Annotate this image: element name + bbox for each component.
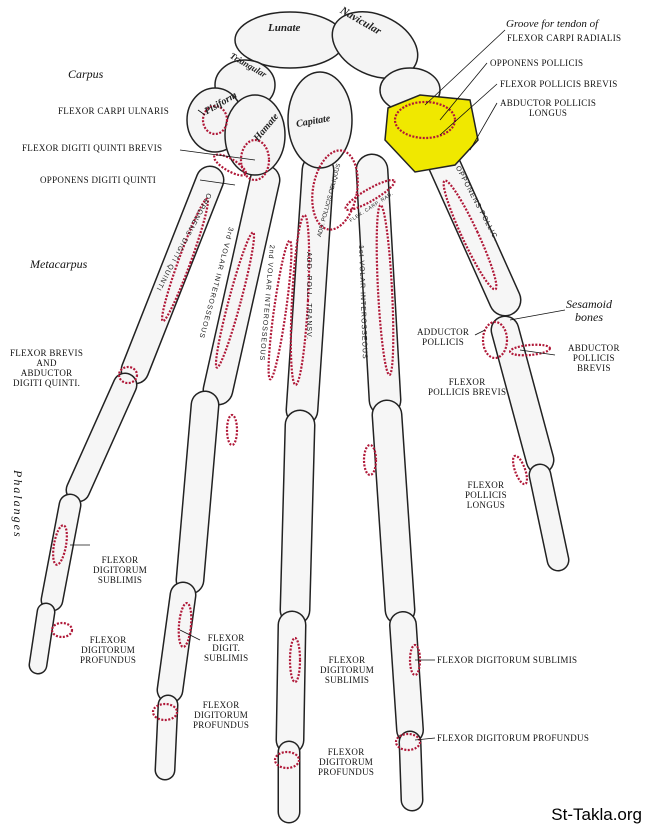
navicular-bone — [331, 11, 419, 79]
index-middle-bone — [389, 611, 424, 744]
muscle-attachment-outline — [117, 365, 139, 385]
label-fdp-middle: Flexor digitorum profundus — [318, 747, 375, 777]
index-metacarpal-bone — [355, 153, 402, 417]
middle-proximal-bone — [279, 409, 316, 626]
leader-lines — [70, 29, 566, 741]
muscle-attachment-outline — [239, 138, 271, 182]
ring-proximal-bone — [175, 390, 220, 595]
ring-metacarpal-bone — [202, 164, 281, 406]
label-flexor-pollicis-longus: Flexor pollicis longus — [465, 480, 507, 510]
trapezium-highlight — [384, 94, 479, 173]
carpal-bones — [186, 11, 479, 176]
muscle-attachment-outline — [344, 178, 396, 212]
label-groove: Groove for tendon of — [506, 18, 599, 30]
muscle-attachment-outline — [160, 197, 210, 323]
label-fdp-little: Flexor digitorum profundus — [80, 635, 137, 665]
label-add-poll-transv: ADD. POLL. TRANSV. — [305, 252, 312, 341]
bones — [28, 138, 570, 824]
muscle-attachment-outline — [288, 636, 302, 684]
muscle-attachment-outline — [151, 702, 179, 722]
label-fdp-index: Flexor digitorum profundus — [437, 733, 590, 743]
little-middle-bone — [40, 493, 82, 612]
muscle-attachment-outline — [177, 601, 193, 649]
label-flexor-pollicis-brevis: Flexor pollicis brevis — [428, 377, 507, 397]
little-distal-bone — [28, 602, 56, 675]
muscle-attachment-outline — [375, 204, 395, 376]
muscle-attachment-outline — [273, 750, 301, 770]
muscle-attachment-outline — [508, 343, 552, 357]
muscle-attachment-outline — [311, 149, 359, 231]
label-flexor-carpi-radialis: Flexor carpi radialis — [507, 33, 622, 43]
ring-distal-bone — [154, 694, 179, 781]
label-opponens-pollicis: Opponens pollicis — [490, 58, 584, 68]
region-label-metacarpus: Metacarpus — [30, 257, 88, 271]
label-flexor-pollicis-brevis-top: Flexor pollicis brevis — [500, 79, 618, 89]
label-sesamoid-bones: Sesamoid bones — [566, 297, 612, 324]
muscle-attachment-outline — [394, 732, 422, 752]
muscle-attachment-outline — [201, 104, 229, 136]
muscle-attachment-outline — [213, 153, 247, 177]
capitate-bone — [287, 71, 353, 169]
region-label-phalanges: Phalanges — [11, 470, 25, 539]
index-proximal-bone — [371, 399, 416, 626]
label-flexor-carpi-ulnaris: Flexor carpi ulnaris — [58, 106, 170, 116]
label-fdp-ring: Flexor digitorum profundus — [193, 700, 250, 730]
muscle-attachment-outline — [52, 524, 68, 566]
label-abductor-pollicis-longus: Abductor pollicis longus — [500, 98, 597, 118]
label-adductor-pollicis: Adductor pollicis — [417, 327, 470, 347]
muscle-attachment-outline — [511, 454, 529, 486]
watermark: St-Takla.org — [551, 805, 642, 824]
muscle-attachment-outline — [289, 214, 311, 386]
label-flexor-digiti-quinti-brevis: Flexor digiti quinti brevis — [22, 143, 163, 153]
hamate-bone — [224, 94, 286, 176]
muscle-attachments — [50, 100, 552, 770]
region-label-carpus: Carpus — [68, 67, 104, 81]
muscle-attachment-outline — [393, 100, 457, 140]
muscle-attachment-outline — [50, 621, 74, 639]
little-proximal-bone — [65, 372, 138, 503]
label-flexor-brevis-abductor-digiti-quinti: Flexor brevis and Abductor digiti quinti… — [10, 348, 84, 388]
muscle-attachment-outline — [362, 443, 378, 477]
thumb-distal-bone — [528, 463, 570, 572]
label-fds-ring: Flexor digit. sublimis — [204, 633, 249, 663]
muscle-attachment-outline — [225, 413, 239, 447]
label-abductor-pollicis-brevis: Abductor pollicis brevis — [568, 343, 620, 373]
lunate-bone — [234, 11, 346, 69]
muscle-attachment-outline — [214, 231, 256, 369]
bone-label-lunate: Lunate — [268, 22, 301, 34]
middle-middle-bone — [275, 610, 307, 755]
index-distal-bone — [398, 730, 424, 812]
label-fds-index: Flexor digitorum sublimis — [437, 655, 578, 665]
muscle-attachment-outline — [442, 179, 498, 291]
middle-metacarpal-bone — [285, 153, 335, 427]
thumb-proximal-bone — [490, 315, 555, 475]
muscle-attachment-outline — [481, 320, 509, 360]
muscle-attachment-outline — [267, 239, 293, 381]
label-fds-middle: Flexor digitorum sublimis — [320, 655, 375, 685]
label-fds-little: Flexor digitorum sublimis — [93, 555, 148, 585]
label-opponens-digiti-quinti: Opponens digiti quinti — [40, 175, 157, 185]
